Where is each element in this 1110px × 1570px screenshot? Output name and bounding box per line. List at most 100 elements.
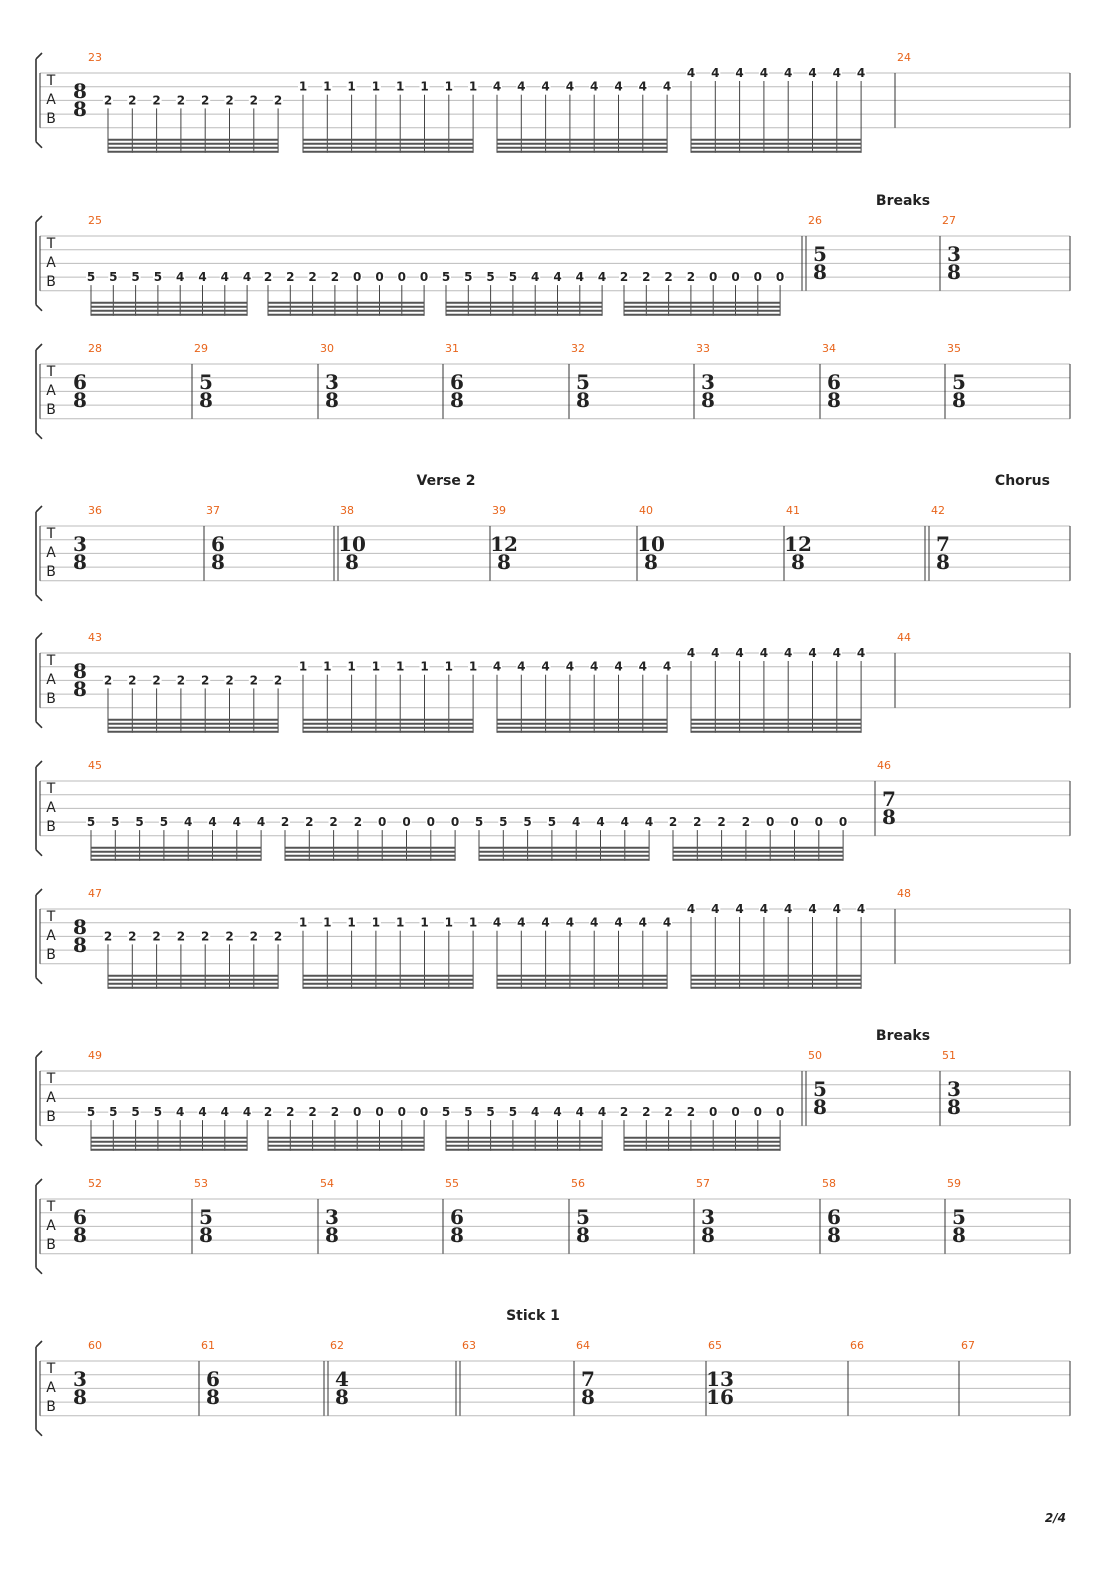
fret-backdrop xyxy=(346,79,357,93)
fret-number: 4 xyxy=(735,66,743,80)
fret-number: 1 xyxy=(396,916,404,930)
fret-backdrop xyxy=(516,915,527,929)
section-label: Breaks xyxy=(876,1028,930,1044)
fret-backdrop xyxy=(686,646,696,659)
fret-backdrop xyxy=(644,815,655,829)
fret-number: 5 xyxy=(131,1105,139,1119)
system-bracket xyxy=(35,215,43,312)
measure-number: 60 xyxy=(88,1339,102,1352)
fret-backdrop xyxy=(395,659,406,673)
tab-clef-letter: T xyxy=(46,526,56,542)
time-signature-top: 10 xyxy=(637,532,665,556)
fret-backdrop xyxy=(856,646,867,659)
measure-number: 42 xyxy=(931,504,945,517)
fret-backdrop xyxy=(686,66,696,79)
fret-number: 0 xyxy=(731,1105,739,1119)
fret-number: 2 xyxy=(305,815,313,829)
fret-number: 4 xyxy=(735,646,743,660)
tab-clef-letter: A xyxy=(46,800,56,816)
time-signature-bottom: 8 xyxy=(199,1223,213,1247)
fret-number: 4 xyxy=(198,1105,206,1119)
measure-number: 63 xyxy=(462,1339,476,1352)
fret-backdrop xyxy=(552,270,563,284)
fret-backdrop xyxy=(492,915,502,929)
fret-backdrop xyxy=(530,270,541,284)
time-signature-bottom: 16 xyxy=(706,1385,734,1409)
fret-backdrop xyxy=(564,659,575,673)
fret-backdrop xyxy=(197,1105,208,1119)
fret-backdrop xyxy=(304,815,315,829)
measure-number: 65 xyxy=(708,1339,722,1352)
fret-backdrop xyxy=(685,1105,696,1119)
fret-number: 4 xyxy=(184,815,192,829)
fret-number: 4 xyxy=(711,646,719,660)
fret-backdrop xyxy=(734,902,745,915)
fret-backdrop xyxy=(516,659,527,673)
fret-backdrop xyxy=(108,1105,119,1119)
fret-backdrop xyxy=(175,93,186,107)
fret-backdrop xyxy=(127,673,138,687)
fret-number: 4 xyxy=(614,80,622,94)
time-signature-top: 6 xyxy=(450,370,464,394)
fret-backdrop xyxy=(708,1105,719,1119)
fret-number: 1 xyxy=(299,80,307,94)
fret-backdrop xyxy=(396,1105,407,1119)
fret-backdrop xyxy=(248,673,259,687)
fret-backdrop xyxy=(710,646,721,659)
fret-backdrop xyxy=(856,66,867,79)
fret-backdrop xyxy=(789,815,800,829)
fret-number: 4 xyxy=(176,270,184,284)
fret-number: 2 xyxy=(152,93,160,107)
fret-number: 4 xyxy=(596,815,604,829)
fret-backdrop xyxy=(219,270,230,284)
fret-backdrop xyxy=(838,815,849,829)
time-signature-bottom: 8 xyxy=(813,260,827,284)
time-signature-top: 5 xyxy=(199,370,213,394)
fret-number: 5 xyxy=(131,270,139,284)
tab-clef-letter: B xyxy=(46,819,56,835)
fret-number: 2 xyxy=(308,270,316,284)
fret-number: 4 xyxy=(639,80,647,94)
fret-backdrop xyxy=(663,1105,674,1119)
fret-backdrop xyxy=(507,1105,518,1119)
fret-number: 4 xyxy=(614,660,622,674)
fret-number: 2 xyxy=(620,1105,628,1119)
fret-number: 2 xyxy=(201,93,209,107)
fret-number: 4 xyxy=(243,270,251,284)
time-signature-bottom: 8 xyxy=(73,1223,87,1247)
fret-number: 2 xyxy=(354,815,362,829)
fret-backdrop xyxy=(492,79,502,93)
tab-clef-letter: B xyxy=(46,111,56,127)
time-signature-bottom: 8 xyxy=(206,1385,220,1409)
fret-number: 4 xyxy=(566,916,574,930)
fret-backdrop xyxy=(516,79,527,93)
section-label: Stick 1 xyxy=(506,1308,560,1324)
fret-backdrop xyxy=(127,929,138,943)
time-signature-bottom: 8 xyxy=(73,388,87,412)
fret-number: 4 xyxy=(493,660,501,674)
fret-number: 4 xyxy=(711,902,719,916)
tab-clef-letter: T xyxy=(46,73,56,89)
time-signature-bottom: 8 xyxy=(947,260,961,284)
fret-backdrop xyxy=(219,1105,230,1119)
time-signature-top: 13 xyxy=(706,1367,734,1391)
fret-number: 2 xyxy=(225,93,233,107)
fret-number: 1 xyxy=(420,80,428,94)
fret-number: 4 xyxy=(233,815,241,829)
fret-backdrop xyxy=(395,79,406,93)
fret-number: 2 xyxy=(274,93,282,107)
fret-backdrop xyxy=(783,66,794,79)
fret-number: 5 xyxy=(442,270,450,284)
fret-backdrop xyxy=(450,815,461,829)
fret-backdrop xyxy=(662,915,673,929)
fret-number: 1 xyxy=(469,916,477,930)
fret-number: 1 xyxy=(396,80,404,94)
fret-backdrop xyxy=(637,659,648,673)
fret-backdrop xyxy=(158,815,169,829)
measure-number: 55 xyxy=(445,1177,459,1190)
fret-backdrop xyxy=(807,66,818,79)
fret-number: 5 xyxy=(523,815,531,829)
fret-backdrop xyxy=(285,270,296,284)
tab-clef-letter: B xyxy=(46,1237,56,1253)
fret-number: 2 xyxy=(642,1105,650,1119)
